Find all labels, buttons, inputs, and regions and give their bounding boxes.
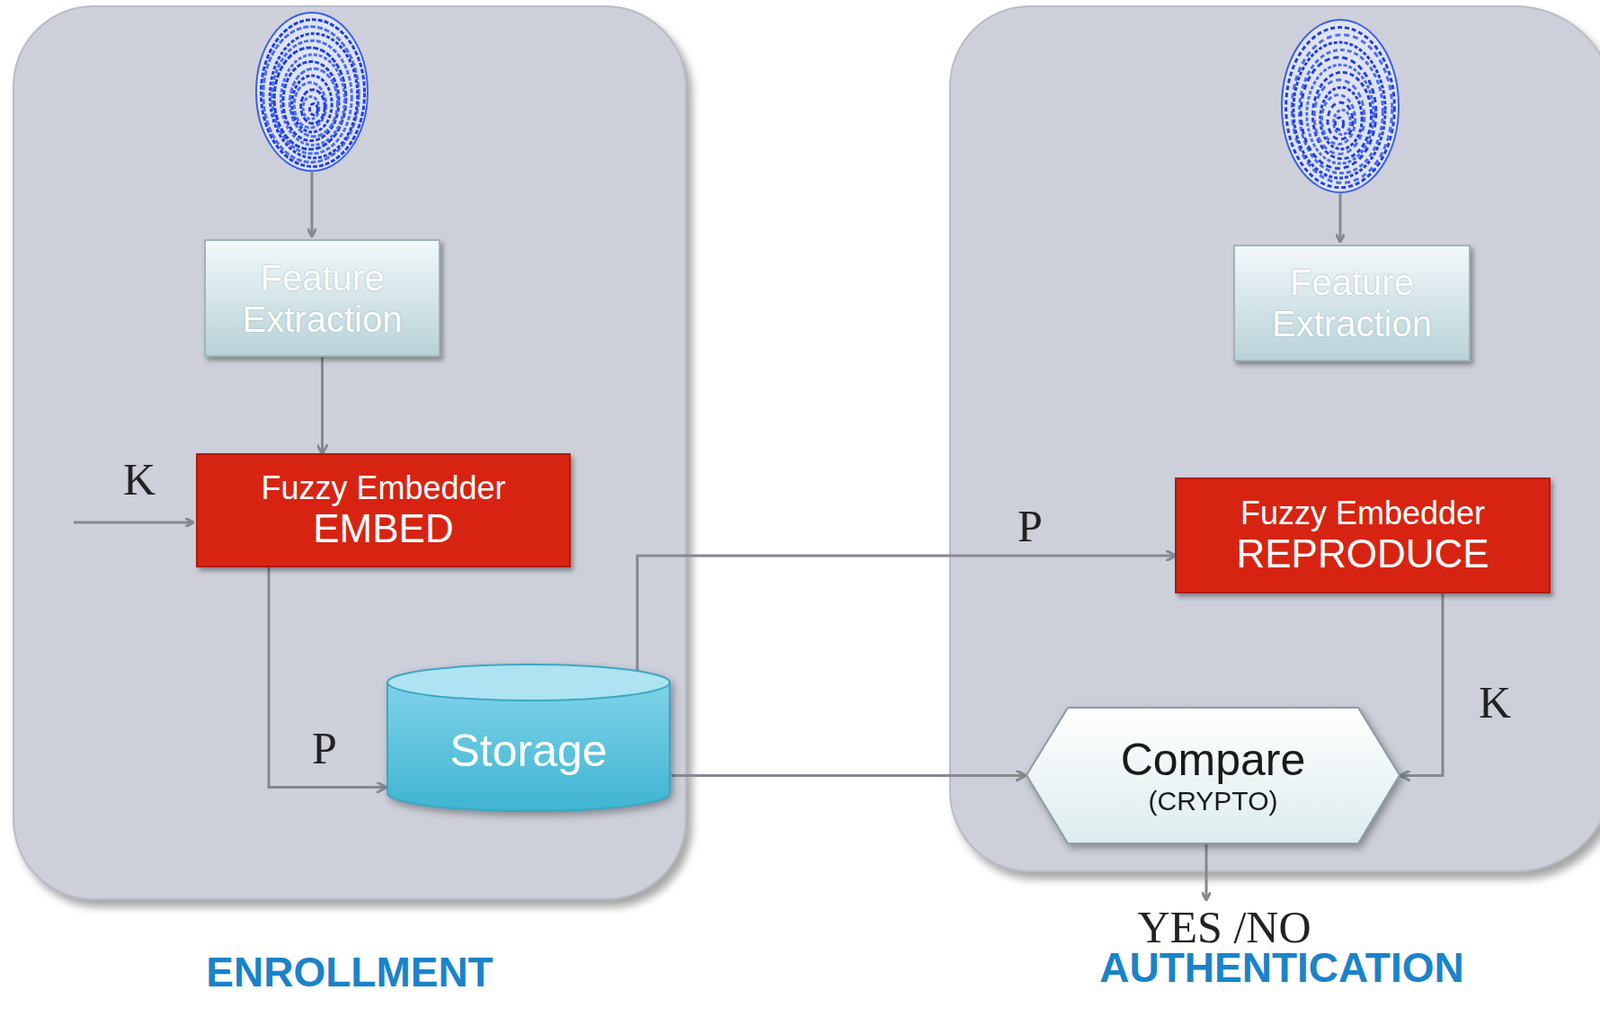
input-arrow — [1339, 192, 1343, 241]
key-input-arrow — [73, 521, 193, 525]
edge-label: K — [1478, 679, 1512, 725]
stage-heading: AUTHENTICATION — [951, 942, 1600, 992]
connector-arrow — [268, 567, 386, 788]
process-box: Feature Extraction — [204, 239, 441, 357]
box-text: REPRODUCE — [1235, 531, 1489, 578]
key-label: K — [123, 456, 156, 502]
connector-arrow — [1401, 593, 1443, 776]
compare-hexagon: Compare(CRYPTO) — [1024, 705, 1402, 845]
edge-label: P — [311, 725, 338, 771]
box-text: Feature Extraction — [1246, 261, 1458, 345]
box-text: Fuzzy Embedder — [260, 469, 506, 507]
storage-cylinder: Storage — [385, 662, 672, 813]
edge-label: P — [1017, 503, 1043, 549]
input-arrow — [311, 170, 314, 236]
fingerprint — [256, 12, 368, 171]
box-text: Storage — [449, 725, 607, 778]
box-text: Compare — [1120, 734, 1307, 787]
output-arrow — [1205, 843, 1209, 899]
connector-arrow — [320, 356, 324, 454]
embedder-box: Fuzzy EmbedderREPRODUCE — [1174, 477, 1551, 594]
fingerprint — [1281, 19, 1399, 193]
connector-arrow — [637, 555, 1175, 672]
result-label: YES /NO — [1137, 904, 1311, 950]
process-box: Feature Extraction — [1233, 244, 1471, 362]
box-text: EMBED — [312, 506, 454, 552]
box-text: Feature Extraction — [217, 257, 427, 340]
embedder-box: Fuzzy EmbedderEMBED — [195, 453, 571, 568]
stage-panel: AUTHENTICATIONFeature ExtractionFuzzy Em… — [949, 5, 1600, 872]
connector-arrow — [671, 773, 1025, 777]
stage-heading: ENROLLMENT — [14, 947, 685, 996]
box-text: Fuzzy Embedder — [1240, 494, 1485, 532]
box-text: (CRYPTO) — [1148, 785, 1279, 818]
